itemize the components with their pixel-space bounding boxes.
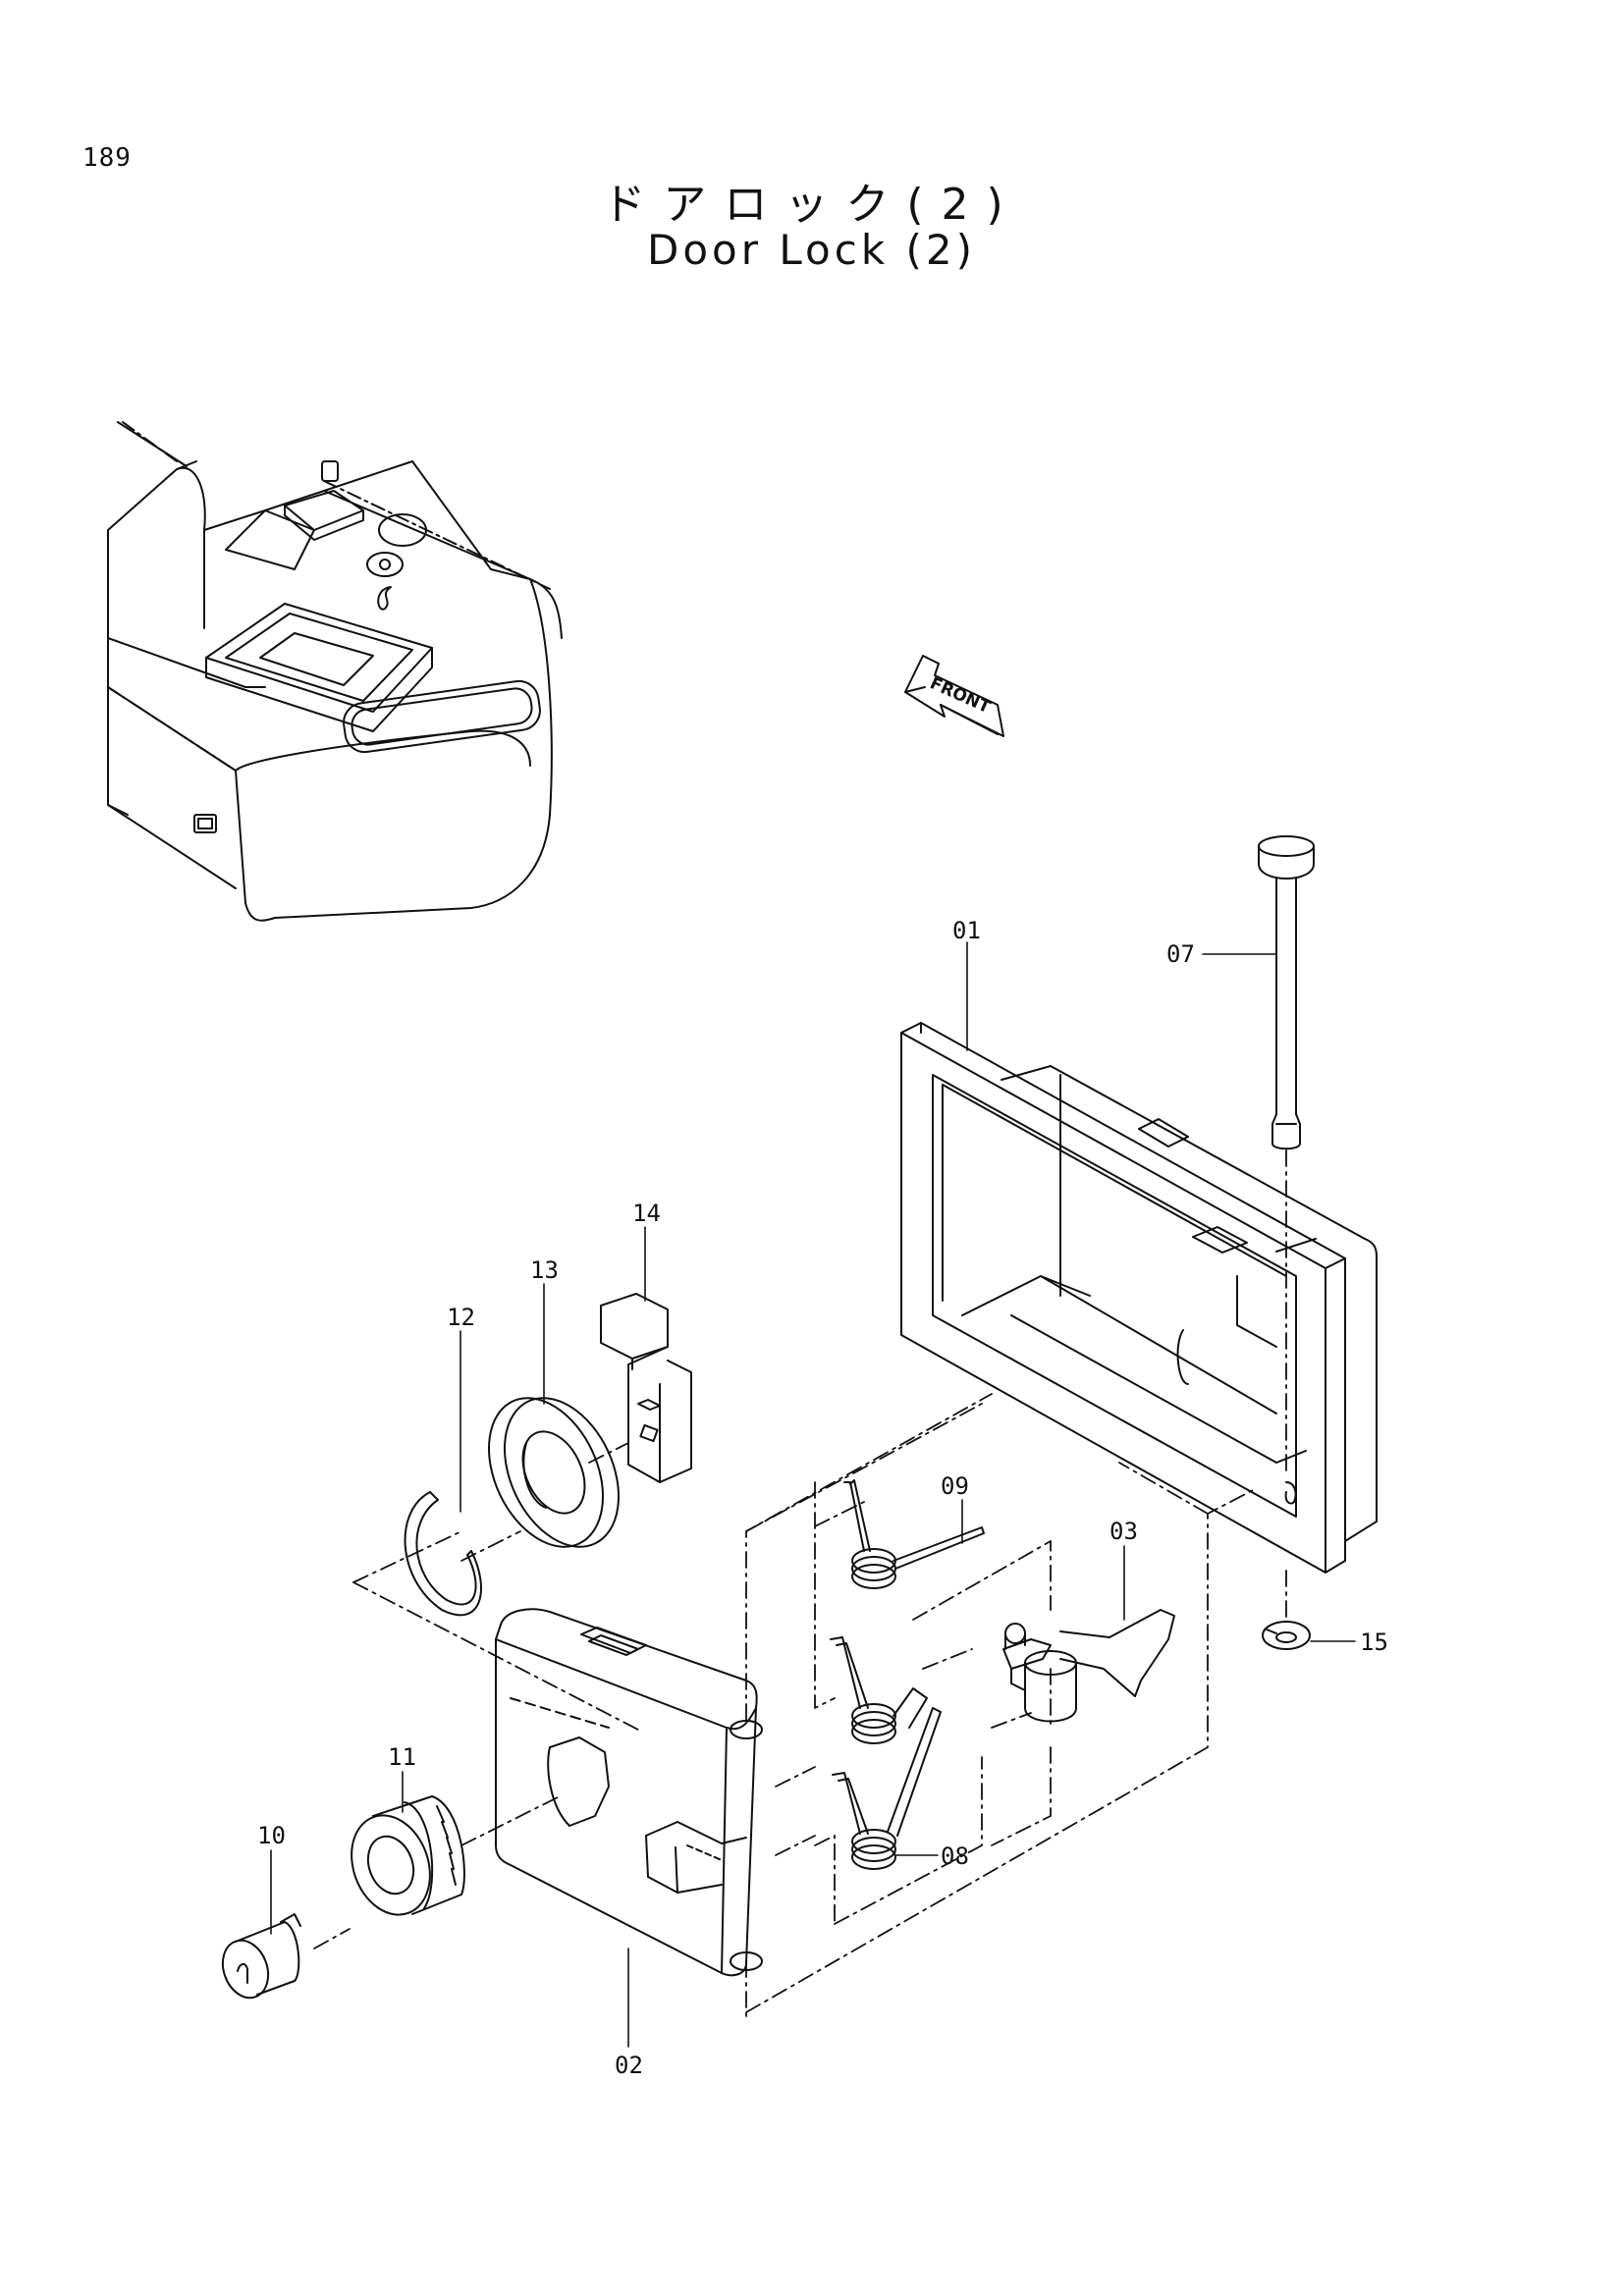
callout-01: 01 xyxy=(952,917,981,944)
callout-12: 12 xyxy=(447,1304,475,1331)
leader-lines xyxy=(270,941,1356,2048)
part-12-snap-ring xyxy=(404,1491,482,1617)
callout-labels: 01 07 14 13 12 09 03 15 08 11 10 02 xyxy=(257,917,1388,2079)
assembly-lines xyxy=(313,1149,1287,2023)
part-08-spring-upper xyxy=(830,1636,928,1744)
part-01-frame xyxy=(900,1022,1378,1574)
callout-13: 13 xyxy=(530,1256,559,1284)
front-direction-arrow: FRONT xyxy=(904,655,1004,737)
callout-07: 07 xyxy=(1166,940,1195,968)
callout-15: 15 xyxy=(1360,1629,1388,1656)
part-14-plate xyxy=(600,1293,692,1483)
cab-overview-illustration xyxy=(107,421,563,922)
part-09-spring xyxy=(843,1479,985,1589)
part-02-lock-body xyxy=(495,1608,763,1977)
part-10-key-cylinder xyxy=(221,1913,301,2000)
part-13-washer xyxy=(487,1397,621,1548)
part-15-e-ring xyxy=(1262,1621,1311,1650)
callout-11: 11 xyxy=(388,1743,416,1771)
callout-03: 03 xyxy=(1109,1518,1138,1545)
part-07-pin xyxy=(1258,835,1315,1150)
part-11-bushing xyxy=(351,1795,465,1916)
page-title-english: Door Lock (2) xyxy=(647,226,976,274)
callout-10: 10 xyxy=(257,1822,286,1849)
part-03-latch-lever xyxy=(1002,1609,1175,1723)
page-title-japanese: ドアロック(2) xyxy=(602,180,1021,230)
part-08-spring-lower xyxy=(832,1707,942,1870)
callout-14: 14 xyxy=(632,1200,661,1227)
callout-02: 02 xyxy=(615,2052,643,2079)
page-number: 189 xyxy=(82,143,132,173)
callout-08: 08 xyxy=(941,1842,969,1870)
callout-09: 09 xyxy=(941,1472,969,1500)
